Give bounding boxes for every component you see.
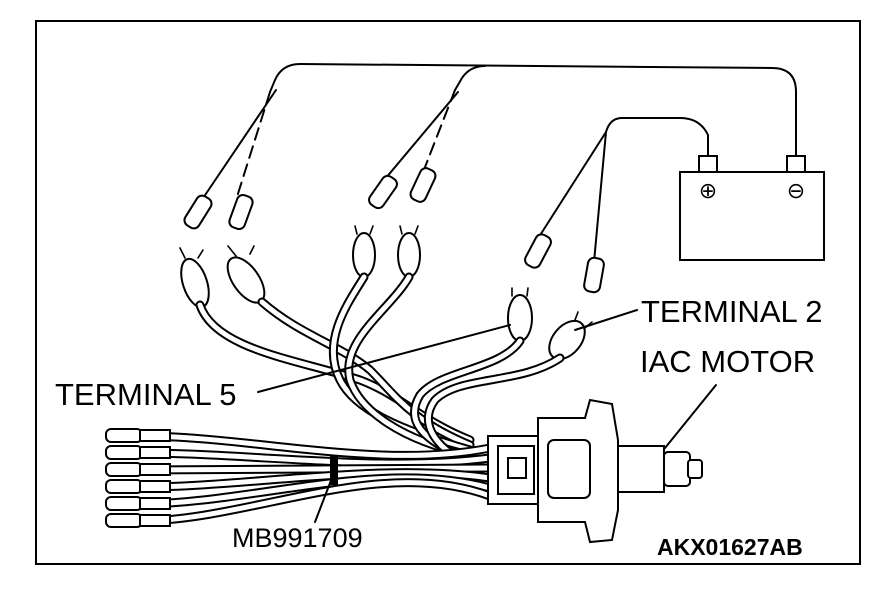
leader-lines [257, 309, 717, 523]
figure-code-label: AKX01627AB [657, 534, 803, 560]
terminal-2-label: TERMINAL 2 [641, 294, 822, 329]
battery-positive-icon: ⊕ [699, 178, 717, 203]
negative-lead-wires [194, 63, 797, 211]
battery-negative-icon: ⊖ [787, 178, 805, 203]
terminal-5-label: TERMINAL 5 [55, 377, 236, 412]
battery [679, 155, 825, 261]
iac-motor-assembly [487, 398, 703, 544]
harness-tool-label: MB991709 [232, 523, 363, 553]
test-probes [183, 167, 605, 294]
harness-bundle [135, 431, 495, 526]
positive-lead-wires [536, 117, 709, 263]
pin-terminals [105, 428, 171, 528]
alligator-clips [179, 225, 593, 361]
harness-wires [195, 272, 565, 470]
iac-motor-label: IAC MOTOR [640, 344, 815, 379]
